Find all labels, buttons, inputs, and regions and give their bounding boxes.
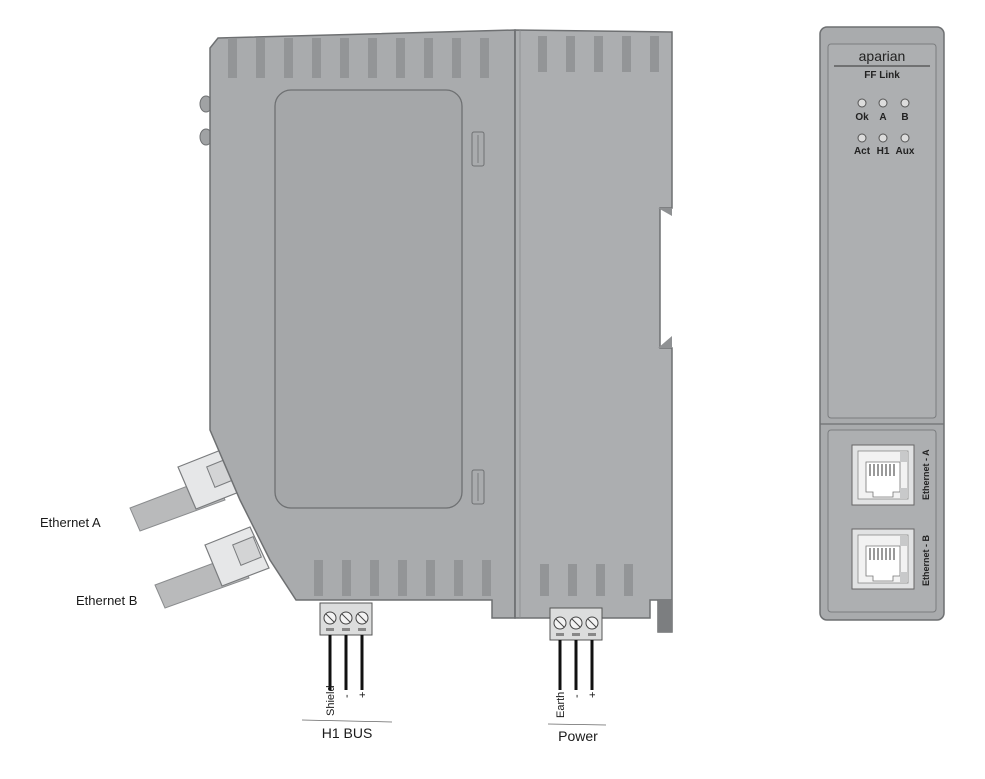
ethernet-b-cable: [154, 526, 270, 609]
power-terminal-block: [549, 607, 603, 690]
power-terminal-label-earth: Earth: [555, 692, 567, 718]
power-group-rule: [547, 723, 607, 726]
ethernet-port-b-label: Ethernet - B: [921, 534, 931, 586]
brand-logo-text: aparian: [859, 48, 906, 64]
h1-terminal-label-plus: +: [357, 692, 369, 698]
led-a-indicator: [878, 98, 888, 108]
h1-bus-label: H1 BUS: [322, 725, 373, 741]
slot-tab-bottom: [471, 469, 485, 505]
led-h1-indicator: [878, 133, 888, 143]
led-ok-indicator: [857, 98, 867, 108]
led-h1-label: H1: [877, 146, 890, 157]
power-label: Power: [558, 728, 598, 744]
led-aux-indicator: [900, 133, 910, 143]
led-act-label: Act: [854, 146, 871, 157]
led-panel: Ok A B Act H1 Aux: [854, 98, 915, 157]
led-b-label: B: [901, 112, 908, 123]
ethernet-port-a-label: Ethernet - A: [921, 449, 931, 500]
side-view: Ethernet A Ethernet B Shield - + H1 BUS …: [40, 29, 673, 744]
h1-terminal-label-minus: -: [341, 694, 353, 698]
bottom-vents: [314, 560, 633, 596]
led-a-label: A: [879, 112, 886, 123]
ethernet-b-label: Ethernet B: [76, 593, 137, 608]
slot-tab-top: [471, 131, 485, 167]
top-vents: [228, 36, 659, 78]
power-terminal-label-minus: -: [571, 694, 583, 698]
model-name: FF Link: [864, 70, 900, 81]
front-view: aparian FF Link Ok A B Act H1 Aux: [819, 26, 945, 621]
h1-terminal-block: [319, 602, 373, 690]
ethernet-a-label: Ethernet A: [40, 515, 101, 530]
din-notch-top: [658, 208, 672, 216]
din-clip: [658, 600, 672, 632]
ethernet-port-a: [851, 444, 915, 506]
h1-group-rule: [301, 719, 393, 723]
din-notch-bottom: [658, 336, 672, 348]
led-b-indicator: [900, 98, 910, 108]
power-terminal-label-plus: +: [587, 692, 599, 698]
led-act-indicator: [857, 133, 867, 143]
h1-terminal-label-shield: Shield: [325, 685, 337, 716]
housing-right-body: [514, 29, 673, 633]
led-aux-label: Aux: [896, 146, 915, 157]
led-ok-label: Ok: [855, 112, 869, 123]
label-recess: [274, 89, 463, 509]
ethernet-port-b: [851, 528, 915, 590]
